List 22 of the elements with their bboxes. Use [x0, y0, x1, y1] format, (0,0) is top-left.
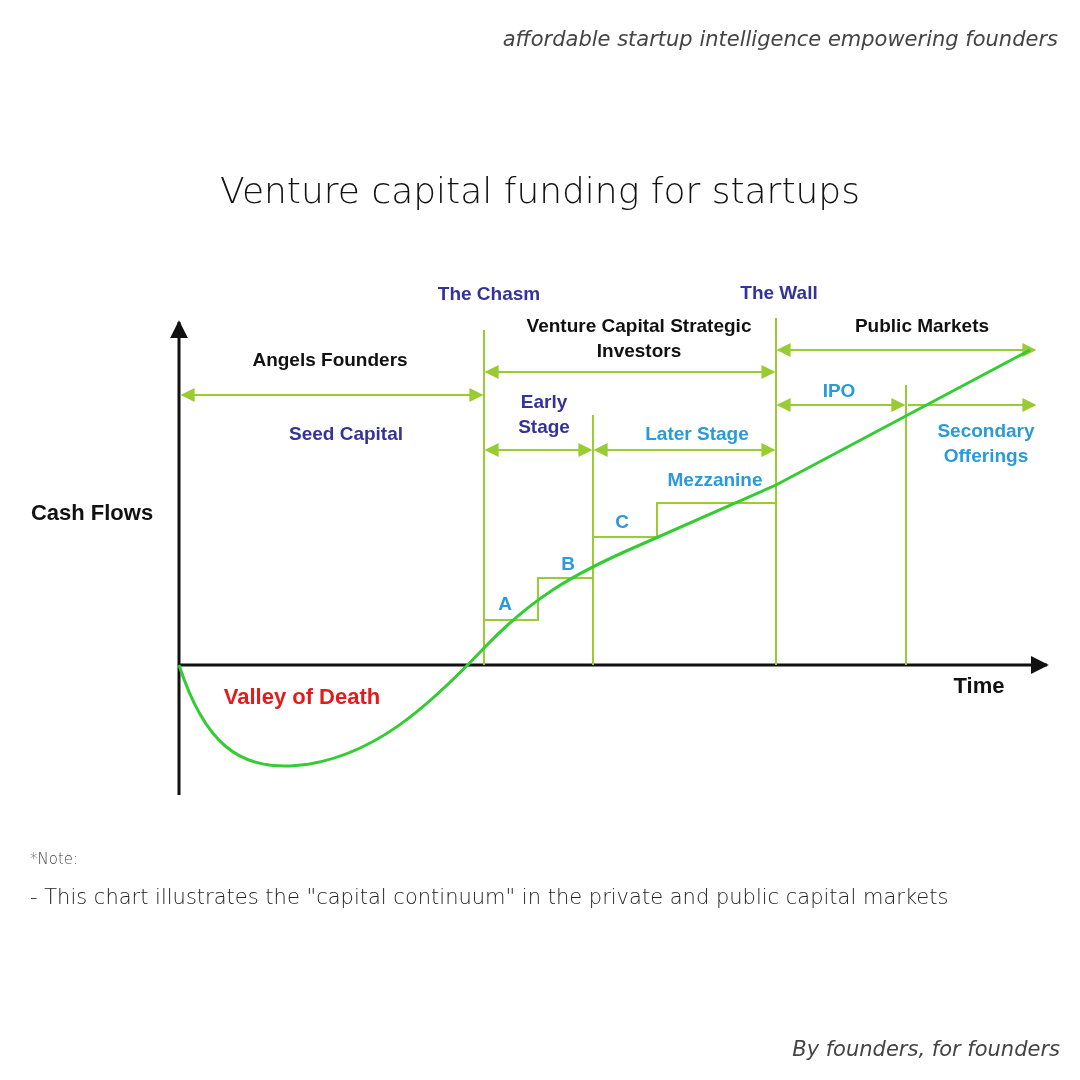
- region-label: Valley of Death: [222, 682, 382, 711]
- tagline-text: affordable startup intelligence empowering founders: [501, 26, 1058, 54]
- stage-label: Venture Capital Strategic Investors: [525, 314, 753, 363]
- note-text: - This chart illustrates the "capital continuum" in the private and public capital markets: [30, 884, 950, 912]
- axis-label: Time: [952, 671, 1006, 700]
- milestone-label: The Wall: [739, 280, 819, 305]
- axis-label: Cash Flows: [29, 498, 155, 527]
- stage-label: Secondary Offerings: [936, 419, 1036, 468]
- diagram-title: Venture capital funding for startups: [219, 170, 861, 211]
- round-label: A: [497, 591, 513, 616]
- note-heading: *Note:: [30, 850, 80, 870]
- stage-label: Early Stage: [517, 390, 571, 439]
- round-label: C: [614, 509, 630, 534]
- stage-label: Mezzanine: [666, 467, 764, 492]
- stage-label: IPO: [821, 378, 857, 403]
- round-label: B: [560, 551, 576, 576]
- stage-label: Later Stage: [644, 421, 750, 446]
- stage-label: Public Markets: [853, 313, 991, 338]
- stage-label: Seed Capital: [287, 421, 404, 446]
- footer-text: By founders, for founders: [791, 1036, 1060, 1064]
- milestone-label: The Chasm: [436, 281, 542, 306]
- stage-label: Angels Founders: [251, 347, 409, 372]
